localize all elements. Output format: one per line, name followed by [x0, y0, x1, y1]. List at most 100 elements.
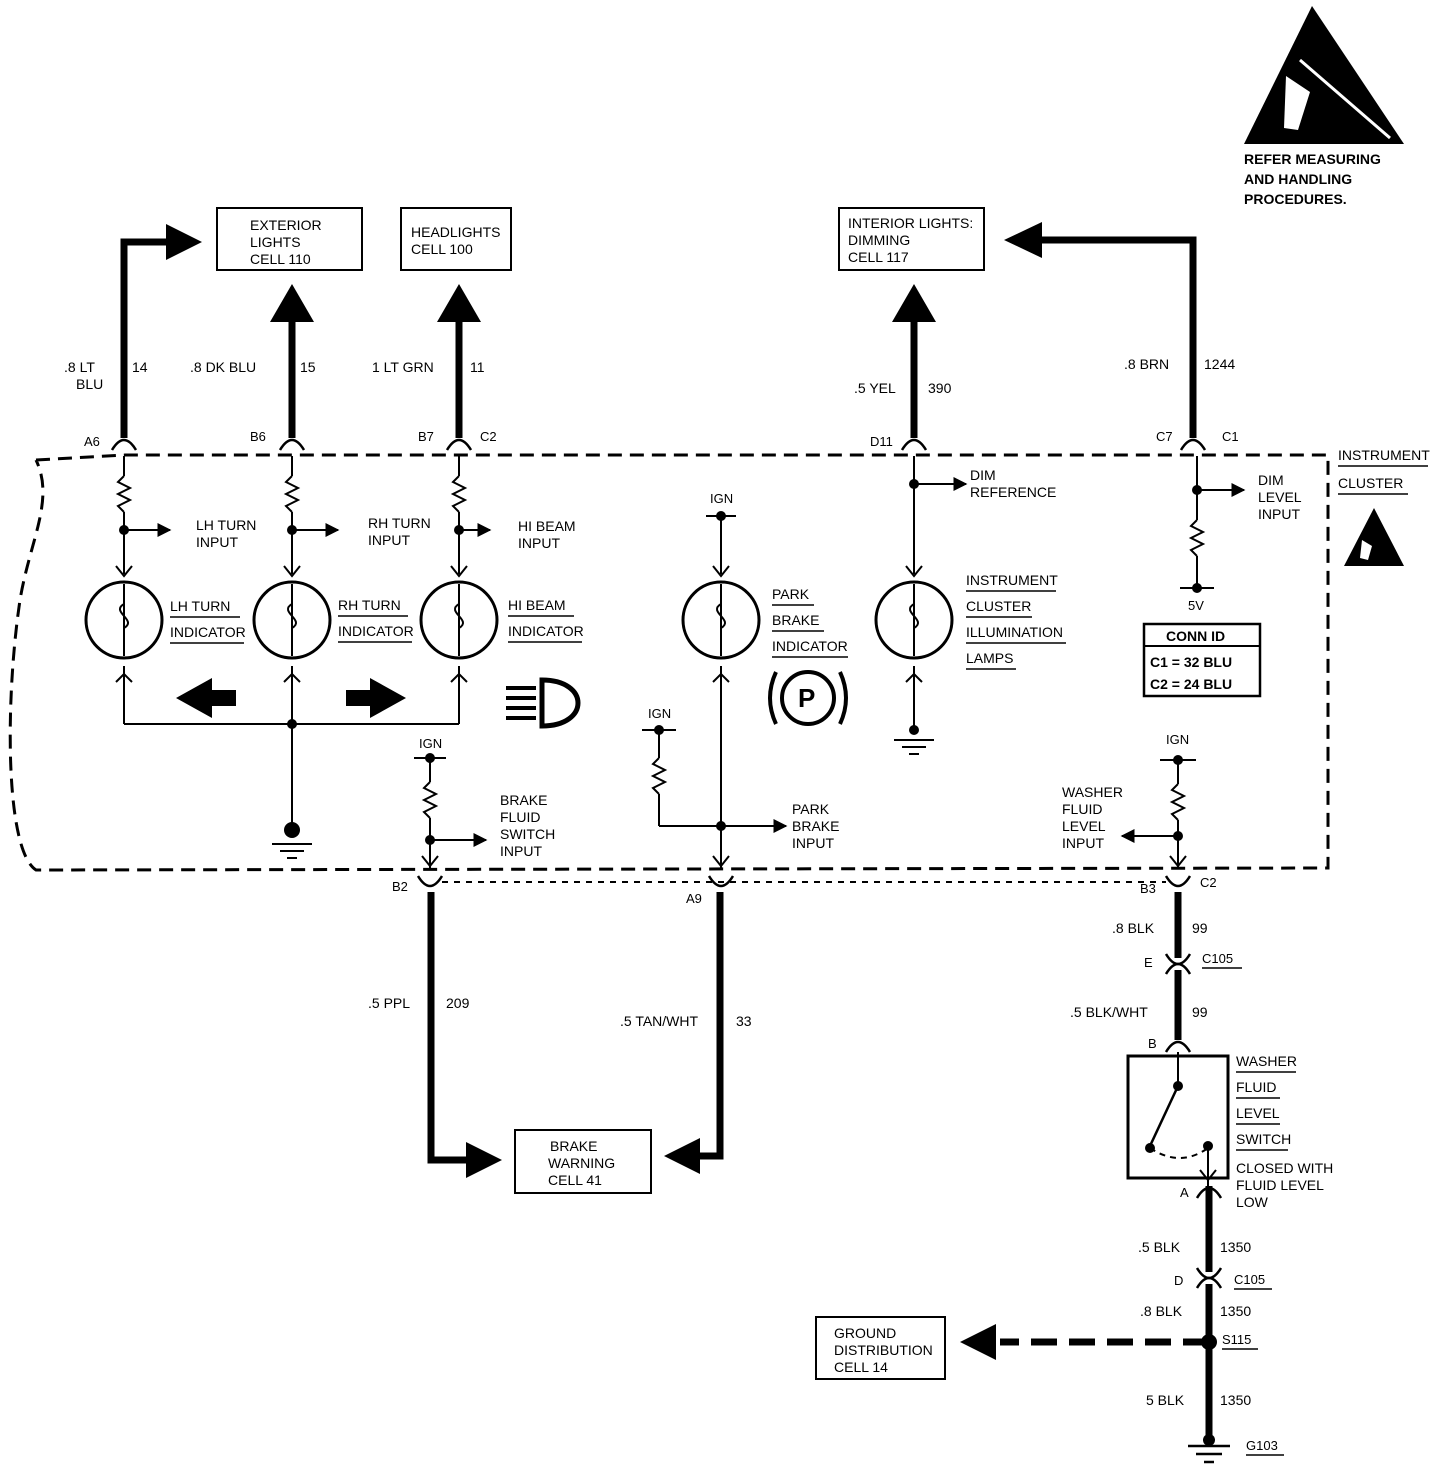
rh-input-label-1: RH TURN: [368, 515, 431, 531]
dim-ref-label-1: DIM: [970, 467, 996, 483]
svg-text:CELL 100: CELL 100: [411, 241, 473, 257]
wire-209-color: .5 PPL: [368, 995, 410, 1011]
lh-lamp-label-1: LH TURN: [170, 598, 230, 614]
washer-input-label-2: FLUID: [1062, 801, 1102, 817]
brake-warning-box: BRAKE WARNING CELL 41: [514, 1129, 652, 1194]
ign-label-park-input: IGN: [648, 706, 671, 721]
exterior-lights-box: EXTERIOR LIGHTS CELL 110: [216, 207, 363, 271]
park-lamp-label-1: PARK: [772, 586, 810, 602]
park-input-label-3: INPUT: [792, 835, 834, 851]
ign-label-park: IGN: [710, 491, 733, 506]
instrument-cluster-boundary: [8, 453, 1330, 872]
wire-99b-color: .5 BLK/WHT: [1070, 1004, 1148, 1020]
hi-lamp-label-2: INDICATOR: [508, 623, 584, 639]
lh-lamp-label-2: INDICATOR: [170, 624, 246, 640]
ign-label-washer: IGN: [1166, 732, 1189, 747]
svg-text:LIGHTS: LIGHTS: [250, 234, 301, 250]
illumination-lamp-icon: [874, 580, 954, 660]
conn-id-c1: C1 = 32 BLU: [1150, 654, 1232, 670]
wire-15-color: .8 DK BLU: [190, 359, 256, 375]
conn-id-c2: C2 = 24 BLU: [1150, 676, 1232, 692]
brake-fluid-label-1: BRAKE: [500, 792, 547, 808]
splice-s115: S115: [1222, 1332, 1251, 1347]
conn-id-table: CONN ID C1 = 32 BLU C2 = 24 BLU: [1142, 622, 1262, 698]
esd-small-icon: [1344, 508, 1404, 566]
cluster-label-2: CLUSTER: [1338, 475, 1403, 491]
dim-level-label-1: DIM: [1258, 472, 1284, 488]
ground-g103: G103: [1246, 1438, 1278, 1453]
hi-input-label-1: HI BEAM: [518, 518, 576, 534]
thick-wires-bottom: [427, 892, 1213, 1440]
dim-level-label-2: LEVEL: [1258, 489, 1302, 505]
pin-c1: C1: [1222, 429, 1239, 444]
cluster-label-1: INSTRUMENT: [1338, 447, 1430, 463]
high-beam-symbol-icon: [506, 677, 581, 729]
wire-209-circuit: 209: [446, 995, 470, 1011]
lh-input-label-2: INPUT: [196, 534, 238, 550]
pin-b7: B7: [418, 429, 434, 444]
pin-c2-bottom: C2: [1200, 875, 1217, 890]
svg-text:GROUND: GROUND: [834, 1325, 896, 1341]
pin-c7: C7: [1156, 429, 1173, 444]
washer-input-label-3: LEVEL: [1062, 818, 1106, 834]
washer-input-label-4: INPUT: [1062, 835, 1104, 851]
park-symbol-letter: P: [798, 683, 815, 713]
bottom-connectors: [416, 875, 1223, 1289]
pin-c105-2: C105: [1234, 1272, 1265, 1287]
rh-lamp-label-1: RH TURN: [338, 597, 401, 613]
wire-99a-color: .8 BLK: [1112, 920, 1155, 936]
esd-note-line3: PROCEDURES.: [1244, 191, 1347, 207]
wire-1244-color: .8 BRN: [1124, 356, 1169, 372]
svg-text:CELL 117: CELL 117: [848, 249, 909, 265]
wire-1350a-circuit: 1350: [1220, 1239, 1251, 1255]
wire-1350c-color: 5 BLK: [1146, 1392, 1185, 1408]
pin-a: A: [1180, 1185, 1189, 1200]
dim-level-label-3: INPUT: [1258, 506, 1300, 522]
lh-turn-lamp-icon: [84, 580, 164, 660]
conn-id-title: CONN ID: [1166, 628, 1225, 644]
illum-label-1: INSTRUMENT: [966, 572, 1058, 588]
svg-text:BRAKE: BRAKE: [550, 1138, 597, 1154]
switch-name-2: FLUID: [1236, 1079, 1276, 1095]
wire-390-circuit: 390: [928, 380, 952, 396]
lh-input-label-1: LH TURN: [196, 517, 256, 533]
wire-99b-circuit: 99: [1192, 1004, 1208, 1020]
thick-wires-top: [120, 236, 1197, 438]
switch-name-1: WASHER: [1236, 1053, 1297, 1069]
rh-turn-lamp-icon: [252, 580, 332, 660]
headlights-box: HEADLIGHTS CELL 100: [400, 207, 512, 271]
switch-note-3: LOW: [1236, 1194, 1269, 1210]
wire-99a-circuit: 99: [1192, 920, 1208, 936]
esd-note-line2: AND HANDLING: [1244, 171, 1352, 187]
pin-b3: B3: [1140, 881, 1156, 896]
svg-text:DISTRIBUTION: DISTRIBUTION: [834, 1342, 933, 1358]
wire-390-color: .5 YEL: [854, 380, 896, 396]
arrowheads-bottom: [466, 1138, 1217, 1446]
interior-lights-box: INTERIOR LIGHTS: DIMMING CELL 117: [838, 207, 985, 271]
svg-text:DIMMING: DIMMING: [848, 232, 910, 248]
hi-input-label-2: INPUT: [518, 535, 560, 551]
top-connectors: [110, 438, 1207, 451]
park-input-label-2: BRAKE: [792, 818, 839, 834]
svg-text:CELL 14: CELL 14: [834, 1359, 888, 1375]
pin-b2: B2: [392, 879, 408, 894]
wire-1244-circuit: 1244: [1204, 356, 1235, 372]
wire-15-circuit: 15: [300, 359, 316, 375]
hi-lamp-label-1: HI BEAM: [508, 597, 566, 613]
park-lamp-label-2: BRAKE: [772, 612, 819, 628]
wire-11-color: 1 LT GRN: [372, 359, 434, 375]
washer-input-label-1: WASHER: [1062, 784, 1123, 800]
pin-c105-1: C105: [1202, 951, 1233, 966]
pin-b: B: [1148, 1036, 1157, 1051]
arrowheads-top: [166, 222, 1042, 322]
svg-text:CELL 110: CELL 110: [250, 251, 311, 267]
switch-name-4: SWITCH: [1236, 1131, 1291, 1147]
park-lamp-label-3: INDICATOR: [772, 638, 848, 654]
switch-name-3: LEVEL: [1236, 1105, 1280, 1121]
ign-label-brake-fluid: IGN: [419, 736, 442, 751]
park-brake-lamp-icon: [681, 580, 761, 660]
junction-dots: [119, 479, 1202, 845]
svg-text:HEADLIGHTS: HEADLIGHTS: [411, 224, 500, 240]
pin-a9: A9: [686, 891, 702, 906]
